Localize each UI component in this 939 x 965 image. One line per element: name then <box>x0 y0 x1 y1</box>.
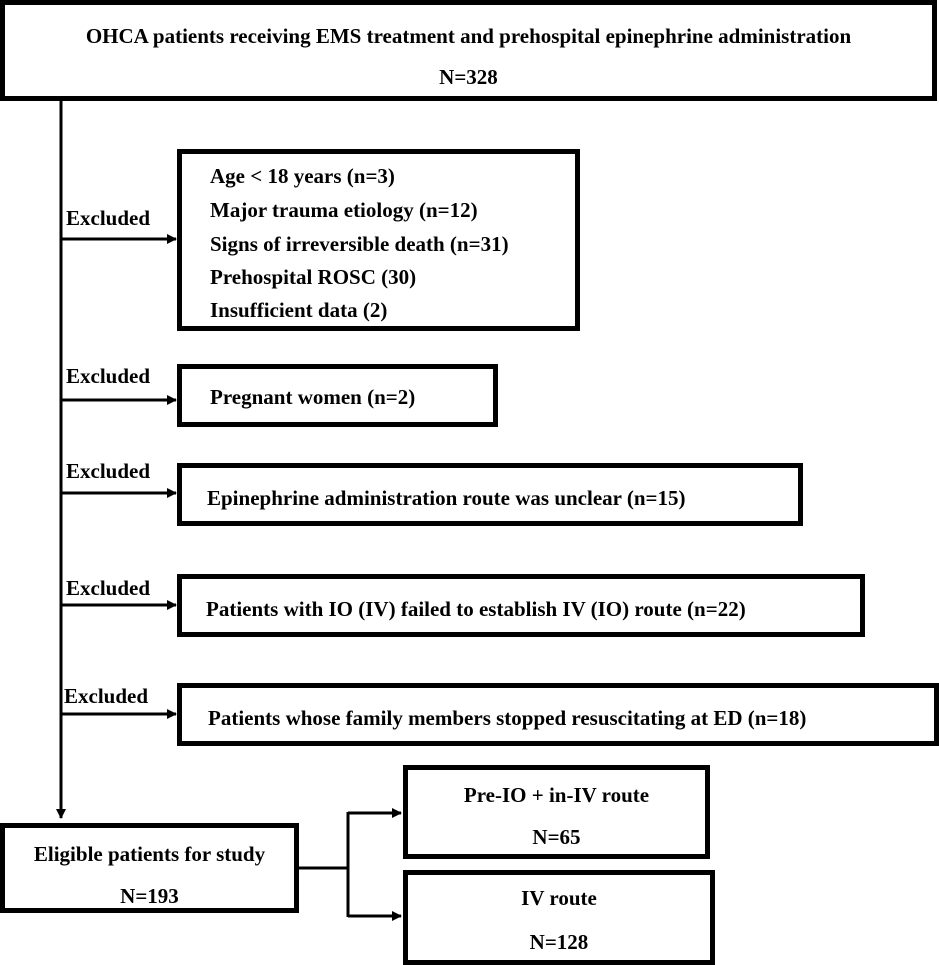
exclusion-4-line-1: Patients with IO (IV) failed to establis… <box>206 597 746 621</box>
group-1-count: N=65 <box>532 825 581 849</box>
exclusion-3-line-1: Epinephrine administration route was unc… <box>207 486 686 510</box>
exclusion-box-2: Pregnant women (n=2) <box>177 364 498 427</box>
exclusion-1-line-3: Signs of irreversible death (n=31) <box>210 232 509 256</box>
excluded-label-3: Excluded <box>66 459 151 483</box>
group-2-count: N=128 <box>529 930 589 954</box>
top-box: OHCA patients receiving EMS treatment an… <box>0 0 937 101</box>
exclusion-box-3: Epinephrine administration route was unc… <box>177 463 803 526</box>
top-box-title: OHCA patients receiving EMS treatment an… <box>85 24 852 48</box>
exclusion-box-4: Patients with IO (IV) failed to establis… <box>177 574 865 637</box>
group-2-title: IV route <box>521 886 597 910</box>
exclusion-1-line-4: Prehospital ROSC (30) <box>210 265 417 289</box>
exclusion-box-1: Age < 18 years (n=3) Major trauma etiolo… <box>177 149 580 331</box>
group-1-title: Pre-IO + in-IV route <box>463 783 650 807</box>
excluded-label-4: Excluded <box>66 576 151 600</box>
exclusion-5-line-1: Patients whose family members stopped re… <box>208 706 807 730</box>
eligible-title: Eligible patients for study <box>33 842 266 866</box>
excluded-label-5: Excluded <box>64 684 149 708</box>
eligible-count: N=193 <box>120 884 179 908</box>
exclusion-1-line-2: Major trauma etiology (n=12) <box>210 198 478 222</box>
excluded-label-2: Excluded <box>66 364 151 388</box>
exclusion-1-line-5: Insufficient data (2) <box>210 298 388 322</box>
exclusion-1-line-1: Age < 18 years (n=3) <box>210 164 395 188</box>
group-box-pre-io: Pre-IO + in-IV route N=65 <box>403 765 710 859</box>
exclusion-box-5: Patients whose family members stopped re… <box>177 683 939 746</box>
group-box-iv: IV route N=128 <box>403 870 715 965</box>
eligible-box: Eligible patients for study N=193 <box>0 823 299 913</box>
top-box-count: N=328 <box>439 65 498 89</box>
excluded-label-1: Excluded <box>66 206 151 230</box>
exclusion-2-line-1: Pregnant women (n=2) <box>210 385 416 409</box>
